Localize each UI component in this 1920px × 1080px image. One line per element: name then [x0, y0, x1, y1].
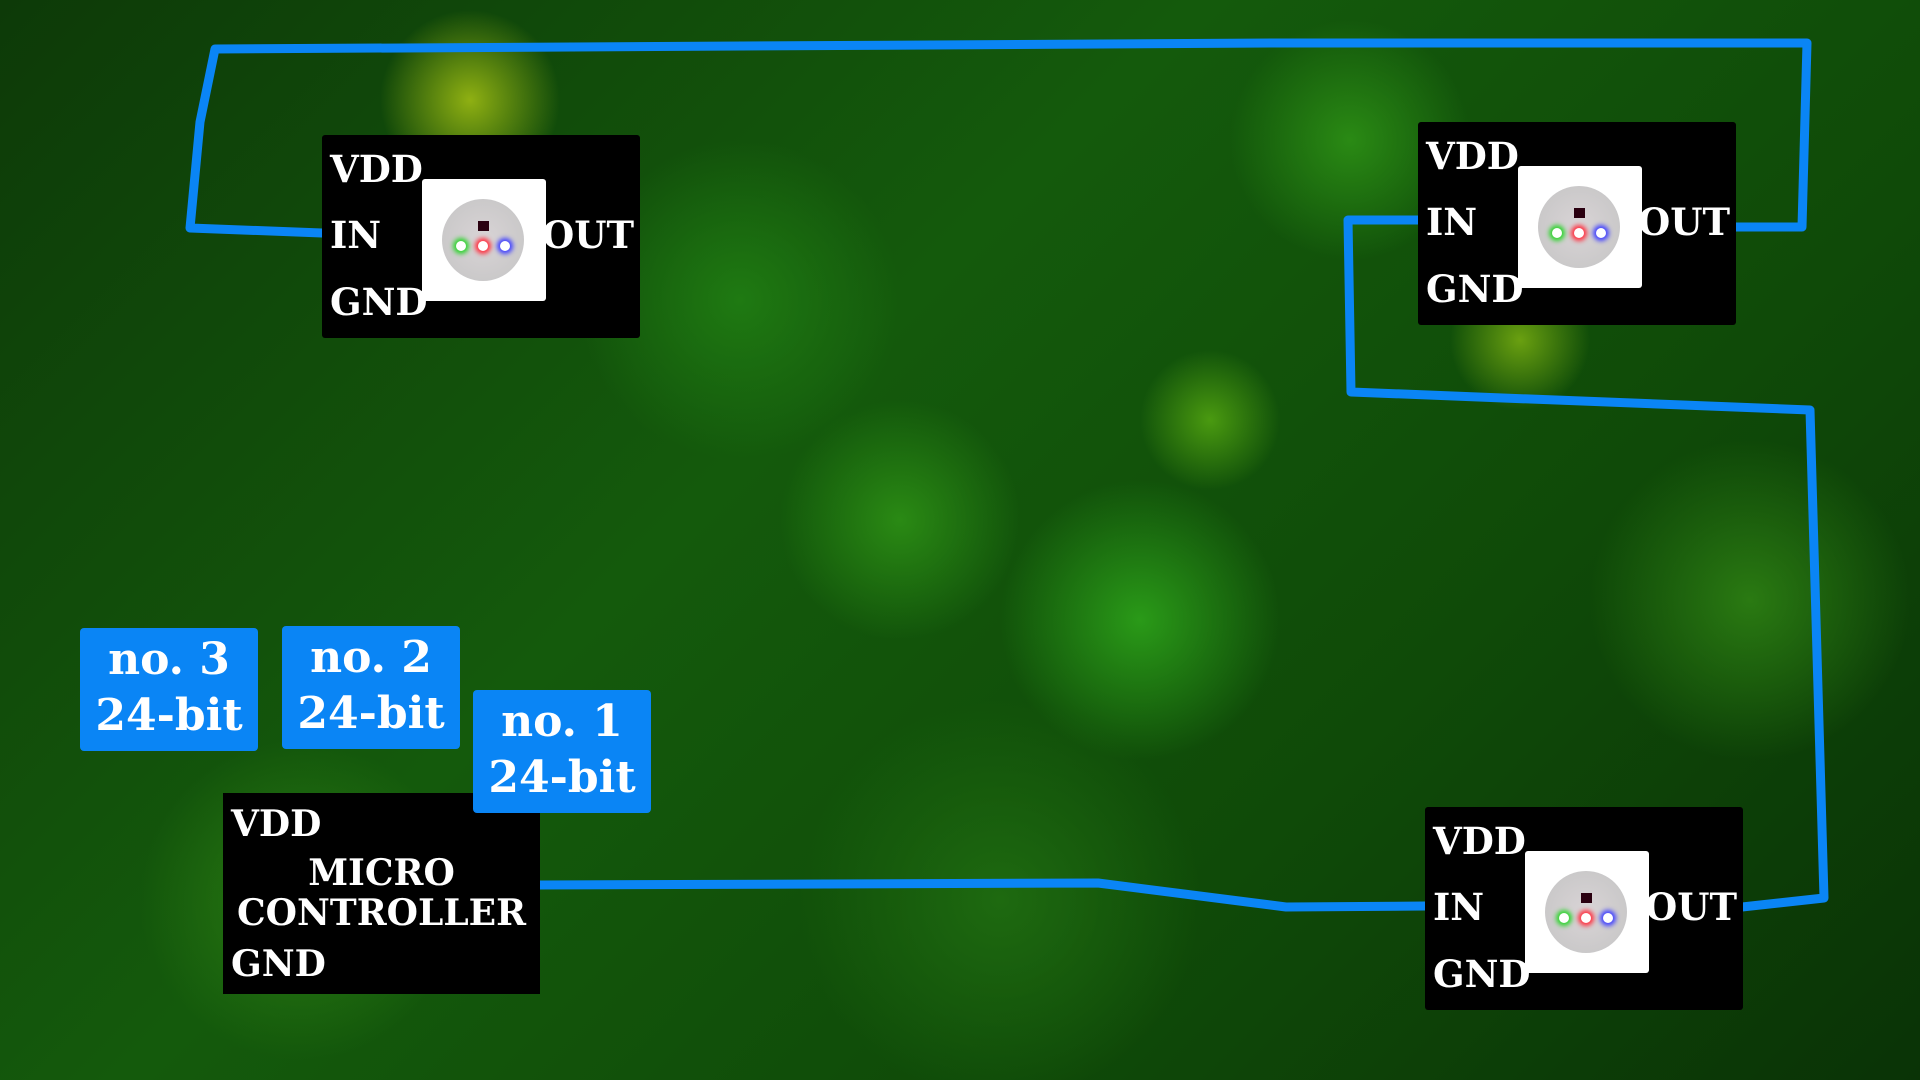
- packet-size: 24-bit: [95, 690, 243, 741]
- rgb-led-icon: [422, 179, 546, 301]
- rgb-led-icon: [1525, 851, 1649, 973]
- led-chip-2: VDD IN GND OUT: [1418, 122, 1736, 325]
- packet-size: 24-bit: [488, 752, 636, 803]
- packet-number: no. 1: [501, 696, 623, 747]
- mcu-gnd-label: GND: [231, 943, 326, 985]
- packet-number: no. 2: [310, 632, 432, 683]
- pin-gnd-label: GND: [330, 280, 428, 324]
- pin-vdd-label: VDD: [1426, 134, 1519, 178]
- pin-in-label: IN: [1433, 885, 1485, 929]
- pin-gnd-label: GND: [1426, 267, 1524, 311]
- mcu-vdd-label: VDD: [231, 803, 322, 845]
- packet-2: no. 2 24-bit: [282, 626, 460, 749]
- pin-gnd-label: GND: [1433, 952, 1531, 996]
- led-chip-3: VDD IN GND OUT: [322, 135, 640, 338]
- pin-in-label: IN: [330, 213, 382, 257]
- mcu-name-line2: CONTROLLER: [237, 892, 526, 934]
- pin-out-label: OUT: [541, 213, 634, 257]
- pin-vdd-label: VDD: [1433, 819, 1526, 863]
- packet-size: 24-bit: [297, 688, 445, 739]
- rgb-led-icon: [1518, 166, 1642, 288]
- pin-out-label: OUT: [1637, 200, 1730, 244]
- packet-1: no. 1 24-bit: [473, 690, 651, 813]
- pin-in-label: IN: [1426, 200, 1478, 244]
- pin-vdd-label: VDD: [330, 147, 423, 191]
- pin-out-label: OUT: [1644, 885, 1737, 929]
- mcu-name-line1: MICRO: [308, 852, 455, 894]
- packet-3: no. 3 24-bit: [80, 628, 258, 751]
- packet-number: no. 3: [108, 634, 230, 685]
- led-chip-1: VDD IN GND OUT: [1425, 807, 1743, 1010]
